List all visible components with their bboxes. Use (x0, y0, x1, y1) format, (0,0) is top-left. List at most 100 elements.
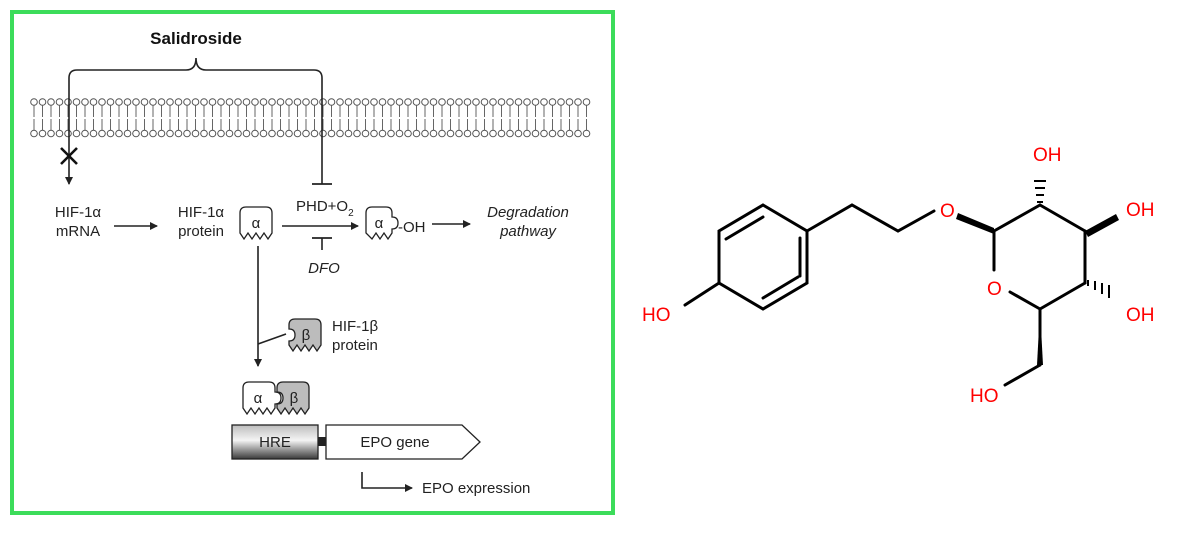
oh-bottom-label: OH (1126, 305, 1155, 326)
lipid-head (412, 98, 421, 106)
hashed-bond (1034, 180, 1046, 203)
lipid-head (446, 98, 455, 106)
lipid-head (81, 98, 89, 106)
lipid-head (472, 98, 480, 106)
ring-bond (1038, 281, 1087, 311)
lipid-head (251, 98, 259, 106)
glycosidic-o-label: O (940, 201, 955, 222)
lipid-head (132, 129, 140, 138)
lipid-head (361, 129, 370, 138)
ring-o-label: O (987, 279, 1002, 300)
lipid-head (64, 98, 72, 106)
salidroside-brace (68, 57, 323, 96)
lipid-head (463, 129, 472, 138)
lipid-head (208, 129, 217, 138)
lipid-head (361, 98, 370, 106)
lipid-head (30, 129, 38, 138)
lipid-head (455, 98, 463, 106)
lipid-head (89, 98, 98, 106)
lipid-head (157, 98, 166, 106)
lipid-head (523, 129, 531, 138)
lipid-head (55, 98, 64, 106)
salidroside-title: Salidroside (150, 29, 242, 48)
wedge-bond (1085, 214, 1119, 237)
lipid-head (506, 98, 514, 106)
lipid-head (183, 98, 191, 106)
lipid-head (353, 98, 361, 106)
lipid-head (378, 98, 387, 106)
lipid-head (506, 129, 514, 138)
lipid-head (421, 98, 429, 106)
lipid-head (531, 98, 540, 106)
lipid-head (30, 98, 38, 106)
lipid-head (293, 98, 302, 106)
lipid-head (132, 98, 140, 106)
aromatic-double-bond (724, 215, 765, 241)
hre-box (231, 424, 319, 460)
lipid-head (268, 129, 276, 138)
degradation-label-2: pathway (499, 223, 557, 240)
hre-linker (318, 437, 326, 446)
lipid-head (38, 129, 47, 138)
lipid-head (565, 98, 574, 106)
lipid-head (225, 98, 234, 106)
hif1b-protein-label: HIF-1β (332, 318, 379, 335)
lipid-head (72, 129, 81, 138)
lipid-head (217, 98, 225, 106)
lipid-head (574, 98, 582, 106)
lipid-head (446, 129, 455, 138)
ring-bond (992, 203, 1042, 233)
lipid-head (497, 129, 506, 138)
lipid-head (565, 129, 574, 138)
lipid-head (106, 98, 115, 106)
lipid-head (89, 129, 98, 138)
expression-arrow (361, 472, 413, 492)
lipid-head (81, 129, 89, 138)
lipid-head (293, 129, 302, 138)
lipid-head (157, 129, 166, 138)
hif1b-join-line (257, 333, 287, 345)
lipid-head (200, 98, 208, 106)
lipid-head (55, 129, 64, 138)
lipid-head (98, 129, 106, 138)
lipid-head (191, 98, 200, 106)
lipid-head (259, 98, 268, 106)
epo-expression-label: EPO expression (422, 480, 530, 497)
phd-o2-label: PHD+O2 (296, 198, 354, 219)
lipid-head (480, 98, 489, 106)
lipid-head (540, 129, 548, 138)
hydroxyl-label: -OH (398, 219, 426, 236)
lipid-head (310, 129, 319, 138)
lipid-head (455, 129, 463, 138)
lipid-head (344, 129, 353, 138)
epo-gene-label: EPO gene (360, 434, 429, 451)
lipid-head (557, 98, 565, 106)
dimer-beta-symbol: β (290, 390, 299, 407)
lipid-head (404, 98, 412, 106)
lipid-head (438, 129, 446, 138)
phenol-ho-label: HO (642, 305, 671, 326)
lipid-head (582, 98, 591, 106)
lipid-head (438, 98, 446, 106)
lipid-head (514, 129, 523, 138)
lipid-head (302, 98, 310, 106)
alpha-beta-dimer: α β (242, 381, 310, 416)
hif1a-protein-label: HIF-1α (178, 204, 225, 221)
cell-membrane (30, 98, 591, 138)
lipid-head (336, 129, 344, 138)
wedge-bond (956, 213, 994, 234)
lipid-head (310, 98, 319, 106)
lipid-head (98, 98, 106, 106)
ethyl-chain (805, 203, 936, 233)
lipid-head (378, 129, 387, 138)
lipid-head (497, 98, 506, 106)
lipid-head (38, 98, 47, 106)
lipid-head (140, 129, 149, 138)
lipid-head (404, 129, 412, 138)
lipid-head (327, 129, 336, 138)
lipid-head (531, 129, 540, 138)
lipid-head (370, 129, 378, 138)
lipid-head (123, 129, 132, 138)
lipid-head (387, 129, 395, 138)
lipid-head (540, 98, 548, 106)
